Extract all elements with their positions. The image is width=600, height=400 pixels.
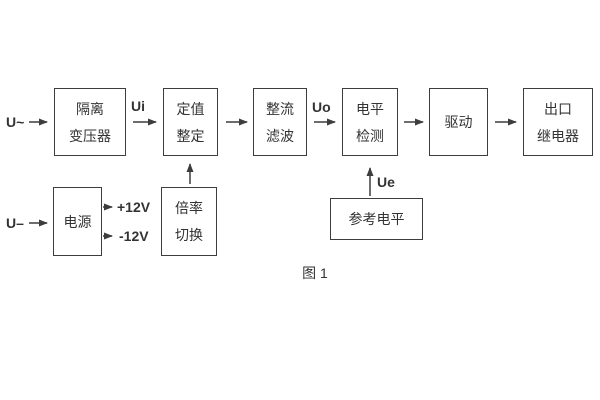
block-label-line: 驱动 <box>444 114 473 130</box>
block-label-line: 继电器 <box>537 127 579 144</box>
block-label-line: 隔离 <box>76 100 104 117</box>
label-plus-12v: +12V <box>117 199 151 215</box>
block-power-supply: 电源 <box>53 187 102 256</box>
block-level-detection: 电平 检测 <box>342 88 398 156</box>
label-u-ac-input: U~ <box>6 114 25 130</box>
block-value-setting: 定值 整定 <box>163 88 218 156</box>
block-label-line: 检测 <box>356 127 384 144</box>
label-ui-signal: Ui <box>131 98 145 114</box>
label-u-dc-input: U– <box>6 215 24 231</box>
block-label-line: 变压器 <box>69 127 111 144</box>
block-isolation-transformer: 隔离 变压器 <box>54 88 126 156</box>
block-label-line: 电源 <box>63 213 92 230</box>
block-ratio-switch: 倍率 切换 <box>161 187 217 256</box>
block-rectifier-filter: 整流 滤波 <box>253 88 307 156</box>
block-label-line: 倍率 <box>175 200 203 216</box>
block-label-line: 切换 <box>175 227 203 243</box>
block-label-line: 电平 <box>356 100 384 117</box>
block-reference-level: 参考电平 <box>330 198 423 240</box>
figure-caption: 图 1 <box>302 265 328 281</box>
block-label-line: 出口 <box>544 100 572 117</box>
block-label-line: 定值 <box>176 100 205 117</box>
block-output-relay: 出口 继电器 <box>523 88 593 156</box>
block-label-line: 整定 <box>176 127 205 144</box>
label-minus-12v: -12V <box>119 228 149 244</box>
block-label-line: 参考电平 <box>348 211 405 227</box>
label-uo-signal: Uo <box>312 99 331 115</box>
block-drive: 驱动 <box>429 88 488 156</box>
label-ue-signal: Ue <box>377 174 395 190</box>
block-label-line: 滤波 <box>266 127 294 144</box>
block-label-line: 整流 <box>266 100 294 117</box>
